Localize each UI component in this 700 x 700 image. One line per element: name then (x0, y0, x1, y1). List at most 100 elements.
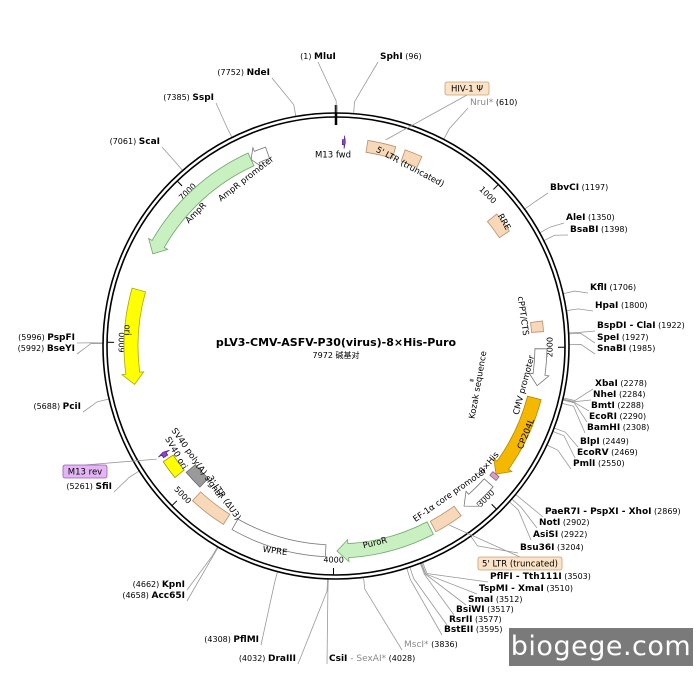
site-position: (1985) (626, 344, 655, 353)
site-name: CsiI (329, 654, 347, 664)
restriction-site: AsiSI (2922) (533, 530, 587, 540)
site-name: EcoRV (577, 448, 609, 458)
site-leader (419, 563, 455, 616)
site-position: (2469) (609, 448, 638, 457)
boxed-label-layer: HIV-1 Ψ5' LTR (truncated)M13 rev (62, 81, 563, 571)
restriction-site: (7752) NdeI (217, 68, 270, 78)
restriction-site: (5996) PspFI (18, 333, 75, 343)
restriction-site: (4658) Acc65I (122, 591, 185, 601)
site-leader (566, 308, 594, 312)
feature-layer (120, 135, 550, 563)
site-leader (511, 498, 538, 529)
feature-5-ltr-truncated-3 (429, 505, 462, 533)
site-leader (524, 192, 549, 210)
site-position: (4032) (239, 654, 268, 663)
restriction-site: CsiI - SexAI* (4028) (329, 654, 415, 664)
site-name: BsiWI (456, 605, 485, 615)
site-leader (421, 562, 478, 595)
restriction-site: AleI (1350) (566, 213, 615, 223)
restriction-site: HpaI (1800) (595, 301, 648, 311)
feature-cmv-promoter (528, 348, 550, 387)
site-position: (2284) (616, 390, 645, 399)
site-leader (186, 546, 218, 591)
boxed-label-bg (62, 464, 108, 479)
restriction-site: BmtI (2288) (591, 401, 644, 411)
site-leader (443, 107, 469, 140)
site-leader (562, 398, 592, 403)
feature-ampr-promoter (250, 146, 271, 168)
restriction-site: (4032) DraIII (239, 654, 296, 664)
site-name-secondary: - SexAI* (347, 654, 386, 664)
site-position: (2902) (560, 518, 589, 527)
site-position: (3510) (544, 584, 573, 593)
site-leader (422, 562, 489, 583)
tick-mark (491, 503, 497, 510)
boxed-label-leader (84, 458, 157, 466)
site-leader (353, 61, 379, 114)
restriction-site: BsaBI (1398) (570, 225, 628, 235)
site-name: NruI* (470, 98, 494, 108)
site-position: (7061) (110, 137, 139, 146)
site-position: (4662) (133, 580, 162, 589)
feature-label: WPRE (262, 545, 288, 558)
site-name: PspFI (47, 333, 75, 343)
site-position: (5996) (18, 333, 47, 342)
plasmid-name: pLV3-CMV-ASFV-P30(virus)-8×His-Puro (216, 336, 457, 349)
site-name: BstEII (444, 625, 473, 635)
site-name: Bsu36I (520, 543, 555, 553)
site-name: SmaI (468, 595, 493, 605)
site-name: BsaBI (570, 225, 599, 235)
restriction-site: MscI* (3836) (404, 640, 458, 650)
site-position: (2308) (620, 423, 649, 432)
site-name: BlpI (580, 437, 600, 447)
restriction-site: BsiWI (3517) (456, 605, 514, 615)
site-position: (5688) (33, 402, 62, 411)
site-name: SpeI (597, 333, 619, 343)
site-name: KflI (590, 283, 607, 293)
site-name: MluI (314, 52, 336, 62)
feature-puror (336, 521, 434, 563)
site-name: PflMI (233, 635, 259, 645)
restriction-site: (5261) SfiI (66, 482, 112, 492)
restriction-site: BspDI - ClaI (1922) (597, 321, 685, 331)
feature-wpre (231, 518, 327, 558)
site-position: (4308) (204, 635, 233, 644)
plasmid-size: 7972 碱基对 (313, 350, 360, 360)
site-name: HpaI (595, 301, 618, 311)
site-leader (552, 431, 576, 459)
site-leader (568, 344, 596, 355)
site-name: AsiSI (533, 530, 558, 540)
site-leader (363, 577, 403, 651)
site-position: (1350) (586, 213, 615, 222)
site-leader (113, 470, 140, 493)
site-position: (3517) (485, 605, 514, 614)
feature-ori (120, 287, 147, 385)
site-name: DraIII (268, 654, 296, 664)
restriction-site: BamHI (2308) (587, 423, 649, 433)
restriction-site: BbvCI (1197) (550, 183, 608, 193)
site-name: NdeI (247, 68, 270, 78)
site-leader (509, 501, 532, 541)
restriction-site: NheI (2284) (593, 390, 646, 400)
site-leader (297, 578, 328, 665)
site-position: (3512) (493, 595, 522, 604)
restriction-site: PmlI (2550) (573, 459, 625, 469)
feature-sv40-poly-a-signal (162, 454, 185, 479)
boxed-label: M13 rev (68, 468, 102, 478)
site-name: SspI (192, 93, 214, 103)
site-position: (610) (493, 98, 517, 107)
site-leader (76, 343, 104, 355)
feature-5-ltr-truncated-2 (400, 149, 423, 169)
feature-m13-fwd (341, 135, 346, 149)
tick-mark (176, 180, 183, 187)
site-name: NotI (539, 518, 560, 528)
site-leader (561, 402, 586, 434)
feature-label: Kozak sequence (468, 350, 490, 419)
site-name: PciI (63, 402, 81, 412)
restriction-site: SmaI (3512) (468, 595, 522, 605)
site-position: (3595) (473, 625, 502, 634)
feature-8-his (489, 471, 500, 482)
feature-ef-1-core-promoter (463, 478, 494, 507)
site-name: SphI (380, 52, 403, 62)
